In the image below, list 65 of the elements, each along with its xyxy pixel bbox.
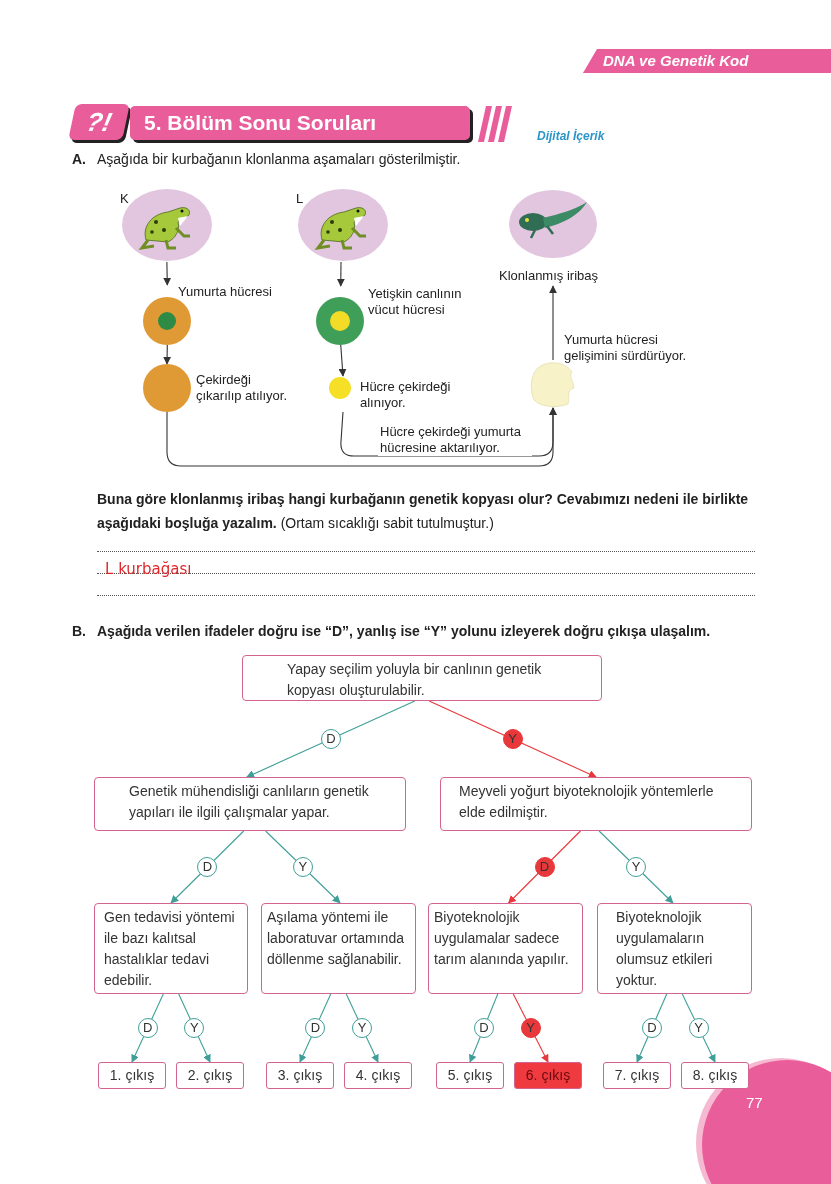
statement-box: Gen tedavisi yöntemi ile bazı kalıtsal hastalıklar tedavi edebilir. bbox=[94, 903, 248, 994]
arrow bbox=[163, 261, 172, 286]
node-label: Çekirdeği çıkarılıp atılıyor. bbox=[196, 372, 289, 404]
arrow bbox=[163, 344, 172, 365]
edge-label: Y bbox=[292, 857, 313, 877]
instruction-text: Aşağıda verilen ifadeler doğru ise “D”, yanlış ise “Y” yolunu izleyerek doğru çıkışa ulaşalım. bbox=[97, 623, 711, 639]
caption: Dijital İçerik bbox=[537, 129, 605, 143]
edge-label: D bbox=[320, 729, 341, 749]
arrow bbox=[131, 993, 164, 1063]
node-label: Yumurta hücresi bbox=[178, 284, 273, 300]
exit-box: 3. çıkış bbox=[266, 1062, 334, 1089]
exit-box: 6. çıkış bbox=[514, 1062, 582, 1089]
arrow bbox=[549, 285, 557, 361]
node-label: Klonlanmış iribaş bbox=[499, 268, 598, 284]
exit-box: 7. çıkış bbox=[603, 1062, 671, 1089]
statement-box: Meyveli yoğurt biyoteknolojik yöntemlerle elde edilmiştir. bbox=[440, 777, 752, 831]
exit-box: 4. çıkış bbox=[344, 1062, 412, 1089]
statement-box: Genetik mühendisliği canlıların genetik yapıları ile ilgili çalışmalar yapar. bbox=[94, 777, 406, 831]
arrow bbox=[170, 830, 245, 904]
chapter-banner: DNA ve Genetik Kod bbox=[583, 49, 831, 73]
edge-label: Y bbox=[184, 1018, 205, 1038]
edge-label: D bbox=[473, 1018, 494, 1038]
node-label: Hücre çekirdeği alınıyor. bbox=[360, 379, 452, 411]
arrow bbox=[428, 700, 597, 778]
edge-label: Y bbox=[352, 1018, 373, 1038]
statement-box: Biyoteknolojik uygulamalar sadece tarım alanında yapılır. bbox=[428, 903, 583, 994]
arrow bbox=[299, 993, 332, 1063]
arrow bbox=[345, 993, 379, 1063]
arrow bbox=[246, 700, 416, 778]
arrow bbox=[336, 261, 345, 287]
answer-text: L kurbağası bbox=[105, 560, 192, 578]
exit-box: 8. çıkış bbox=[681, 1062, 749, 1089]
arrow bbox=[508, 830, 581, 904]
edge-label: Y bbox=[688, 1018, 709, 1038]
edge-label: Hücre çekirdeği yumurta hücresine aktarılıyor. bbox=[378, 424, 532, 456]
edge-label: Y bbox=[502, 729, 523, 749]
edge-label: D bbox=[641, 1018, 662, 1038]
arrow bbox=[636, 993, 668, 1063]
statement-box: Biyoteknolojik uygulamaların olumsuz etkileri yoktur. bbox=[597, 903, 752, 994]
exit-box: 2. çıkış bbox=[176, 1062, 244, 1089]
arrow bbox=[469, 993, 499, 1063]
arrow bbox=[598, 830, 674, 904]
edge-label: Y bbox=[520, 1018, 541, 1038]
statement-box: Yapay seçilim yoluyla bir canlının genetik kopyası oluşturulabilir. bbox=[242, 655, 602, 701]
edge-label: Y bbox=[626, 857, 647, 877]
edge-label: D bbox=[197, 857, 218, 877]
instruction-text: Aşağıda bir kurbağanın klonlanma aşamaları gösterilmiştir. bbox=[97, 151, 461, 167]
edge-label: D bbox=[305, 1018, 326, 1038]
arrow bbox=[338, 344, 347, 377]
section-title-banner: 5. Bölüm Sonu Soruları bbox=[130, 106, 470, 140]
arrow bbox=[340, 407, 557, 457]
statement-box: Aşılama yöntemi ile laboratuvar ortamında döllenme sağlanabilir. bbox=[261, 903, 416, 994]
question-badge: ?! bbox=[68, 104, 130, 140]
exit-box: 5. çıkış bbox=[436, 1062, 504, 1089]
node-label: K bbox=[120, 191, 129, 207]
node-label: L bbox=[296, 191, 304, 207]
edge-label: D bbox=[137, 1018, 158, 1038]
page-number: 77 bbox=[746, 1094, 763, 1111]
edge-label: D bbox=[534, 857, 555, 877]
exit-box: 1. çıkış bbox=[98, 1062, 166, 1089]
question-letter: B. bbox=[72, 623, 86, 639]
question-text: Buna göre klonlanmış iribaş hangi kurbağanın genetik kopyası olur? Cevabımızı nedeni ile birlikte aşağıdaki boşluğa yazalım. (Ortam sıcaklığı sabit tutulmuştur.) bbox=[97, 490, 750, 533]
node-label: Yetişkin canlının vücut hücresi bbox=[368, 286, 463, 318]
question-letter: A. bbox=[72, 151, 86, 167]
arrow bbox=[265, 830, 341, 904]
